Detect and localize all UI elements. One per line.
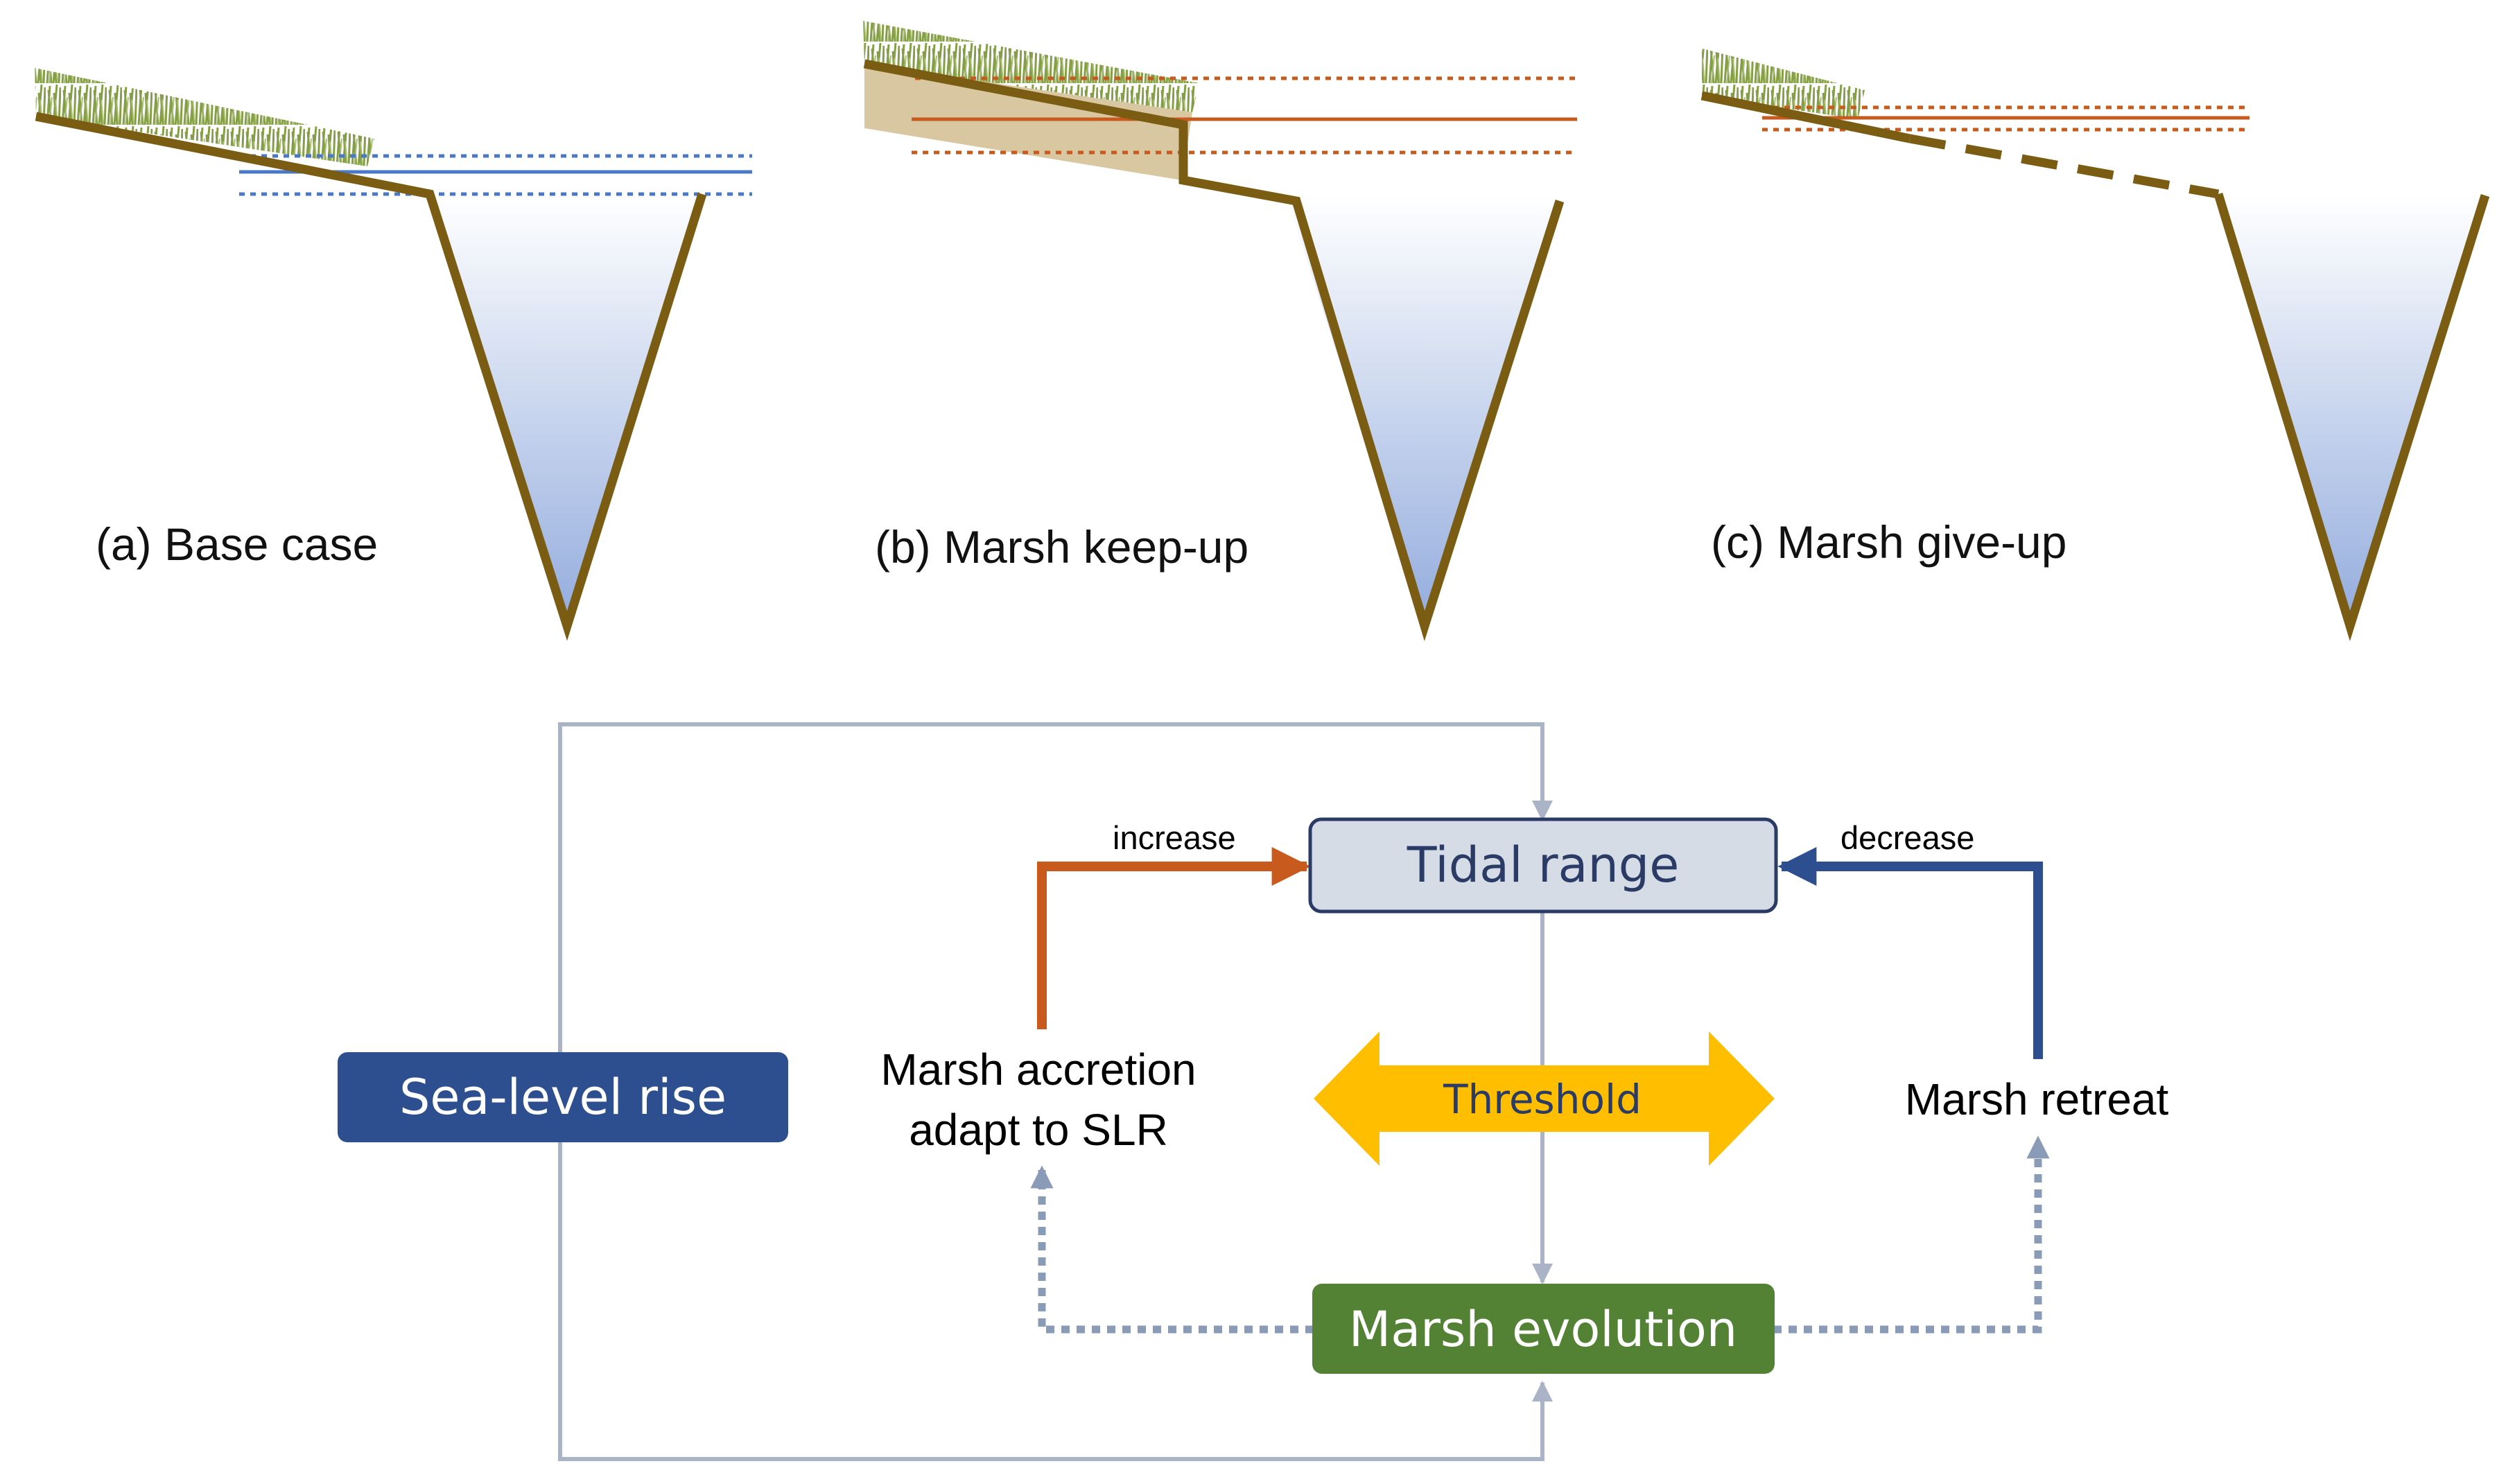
marsh-grass: [863, 21, 1199, 112]
bank-profile: [863, 59, 1565, 641]
marsh-evolution-box: [1312, 1284, 1775, 1374]
connector-loop-bottom: [558, 1137, 1553, 1461]
decrease-arrow: [1777, 847, 2043, 1059]
marsh-evolution-label: Marsh evolution: [1349, 1301, 1737, 1358]
bank-profile-eroded: [1908, 134, 2220, 199]
channel-water: [430, 194, 702, 626]
decrease-label: decrease: [1840, 819, 1974, 856]
marsh-grass: [35, 68, 374, 166]
panel-b-label: (b) Marsh keep-up: [875, 521, 1248, 573]
evolution-to-retreat-arrow: [1773, 1135, 2050, 1334]
panel-a-label: (a) Base case: [96, 518, 378, 570]
channel-bank: [2213, 193, 2490, 641]
bank-profile-remaining: [1700, 91, 1911, 143]
panel-c-marsh-give-up: (c) Marsh give-up: [1700, 49, 2490, 641]
increase-arrow: [1037, 847, 1311, 1029]
tidal-range-label: Tidal range: [1407, 837, 1680, 893]
channel-water: [1286, 194, 1567, 626]
threshold-double-arrow: [1314, 1031, 1775, 1166]
marsh-retreat-label: Marsh retreat: [1905, 1074, 2169, 1124]
feedback-diagram: increase decrease Threshold Tidal range …: [338, 722, 2169, 1461]
threshold-label: Threshold: [1443, 1076, 1642, 1123]
accreted-sediment: [864, 64, 1192, 180]
tidal-range-box: [1308, 817, 1778, 914]
evolution-to-accretion-arrow: [1030, 1165, 1314, 1334]
marsh-accretion-label-line1: Marsh accretion: [880, 1045, 1196, 1094]
sea-level-rise-label: Sea-level rise: [399, 1069, 726, 1126]
channel-water: [2218, 194, 2485, 626]
marsh-accretion-label-line2: adapt to SLR: [909, 1105, 1168, 1155]
sea-level-rise-box: [338, 1052, 788, 1142]
increase-label: increase: [1113, 819, 1236, 856]
panel-c-label: (c) Marsh give-up: [1711, 516, 2066, 568]
panel-b-marsh-keep-up: (b) Marsh keep-up: [863, 21, 1577, 641]
panel-a-base-case: (a) Base case: [35, 68, 752, 641]
bank-profile: [35, 112, 707, 641]
connector-loop-top: [558, 722, 1553, 1052]
